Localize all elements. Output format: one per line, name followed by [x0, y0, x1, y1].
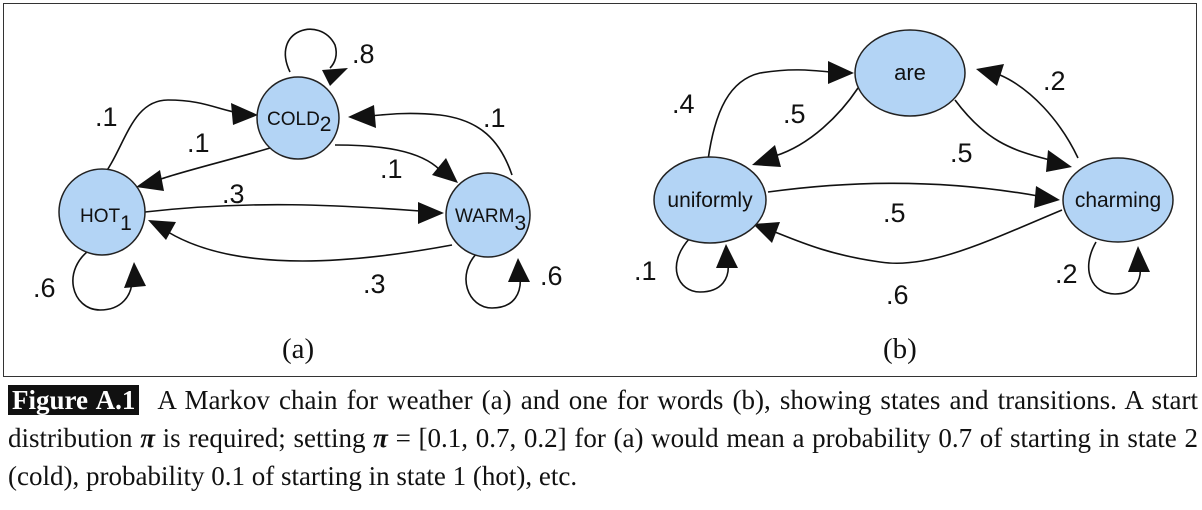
arrowhead	[432, 158, 458, 183]
arrowhead	[231, 103, 258, 125]
prob-warm-hot: .3	[363, 269, 386, 299]
pi-symbol: π	[140, 423, 155, 453]
arrowhead	[136, 170, 164, 191]
edge-are-uniformly	[774, 87, 859, 157]
edge-charming-uniformly	[774, 209, 1063, 265]
figure-label: Figure A.1	[8, 385, 140, 415]
prob-cold-warm: .1	[380, 154, 403, 184]
panel-label-a: (a)	[282, 333, 314, 365]
arrowhead	[828, 61, 854, 84]
prob-uniformly-are: .4	[672, 89, 695, 119]
state-node-warm	[445, 172, 531, 258]
edge-hot-hot	[72, 247, 133, 311]
arrowhead	[716, 244, 738, 268]
arrowhead	[1046, 150, 1072, 172]
edge-warm-hot	[167, 231, 453, 262]
arrowhead	[148, 220, 176, 240]
edge-cold-hot	[157, 147, 271, 181]
diagram-b: are uniformly charming .4 .5 .2 .5 .5 .6…	[634, 29, 1174, 365]
state-node-charming	[1062, 157, 1174, 243]
caption-text-2: is required; setting	[154, 423, 374, 453]
arrowhead	[1128, 246, 1150, 272]
edge-charming-are	[999, 74, 1079, 159]
markov-chain-diagrams: COLD2 HOT1 WARM3 .8 .1 .1 .1 .1 .3 .3 .6…	[33, 28, 1174, 365]
state-node-cold	[256, 76, 340, 160]
edge-uniformly-uniformly	[675, 237, 730, 293]
prob-are-uniformly: .5	[783, 99, 806, 129]
caption-text-3: = [0.1, 0.7, 0.2] for (a) would mean a p…	[8, 423, 1198, 491]
edge-charming-charming	[1087, 241, 1142, 295]
prob-charming-charming: .2	[1055, 259, 1078, 289]
arrowhead	[753, 222, 780, 243]
prob-warm-warm: .6	[540, 261, 563, 291]
state-label-uniformly: uniformly	[667, 189, 753, 212]
arrowhead	[124, 262, 146, 288]
prob-uniformly-charming: .5	[883, 198, 906, 228]
prob-are-charming: .5	[950, 138, 973, 168]
edge-uniformly-charming	[767, 182, 1039, 197]
prob-hot-warm: .3	[222, 179, 245, 209]
arrowhead	[976, 64, 1004, 86]
edge-cold-cold	[284, 28, 337, 73]
edge-warm-warm	[465, 251, 522, 309]
edge-hot-cold	[99, 99, 235, 181]
state-label-hot: HOT1	[80, 206, 132, 235]
edge-hot-warm	[144, 203, 421, 213]
edge-uniformly-are	[707, 69, 831, 161]
arrowhead	[752, 145, 781, 167]
state-label-are: are	[894, 60, 926, 85]
state-label-warm: WARM3	[455, 206, 526, 235]
diagram-a: COLD2 HOT1 WARM3 .8 .1 .1 .1 .1 .3 .3 .6…	[33, 28, 563, 365]
panel-label-b: (b)	[883, 333, 917, 365]
state-label-charming: charming	[1075, 189, 1161, 212]
state-node-uniformly	[653, 156, 767, 244]
state-label-cold: COLD2	[267, 109, 331, 136]
state-node-are	[854, 29, 966, 117]
prob-charming-are: .2	[1043, 66, 1066, 96]
arrowhead	[348, 105, 376, 128]
prob-uniformly-uniformly: .1	[634, 256, 657, 286]
arrowhead	[508, 258, 530, 282]
prob-hot-hot: .6	[33, 273, 56, 303]
pi-symbol: π	[373, 423, 388, 453]
arrowhead	[1034, 186, 1060, 208]
arrowhead	[418, 202, 444, 224]
arrowhead	[322, 68, 348, 86]
prob-cold-cold: .8	[352, 39, 375, 69]
edge-are-charming	[954, 99, 1051, 161]
edge-cold-warm	[334, 144, 441, 171]
caption-text-1: A Markov chain for weather (a) and one f…	[8, 385, 1198, 453]
edge-warm-cold	[369, 112, 513, 176]
state-node-hot	[58, 168, 146, 256]
prob-charming-uniformly: .6	[886, 280, 909, 310]
prob-hot-cold: .1	[95, 102, 118, 132]
prob-cold-hot: .1	[187, 128, 210, 158]
prob-warm-cold: .1	[483, 103, 506, 133]
